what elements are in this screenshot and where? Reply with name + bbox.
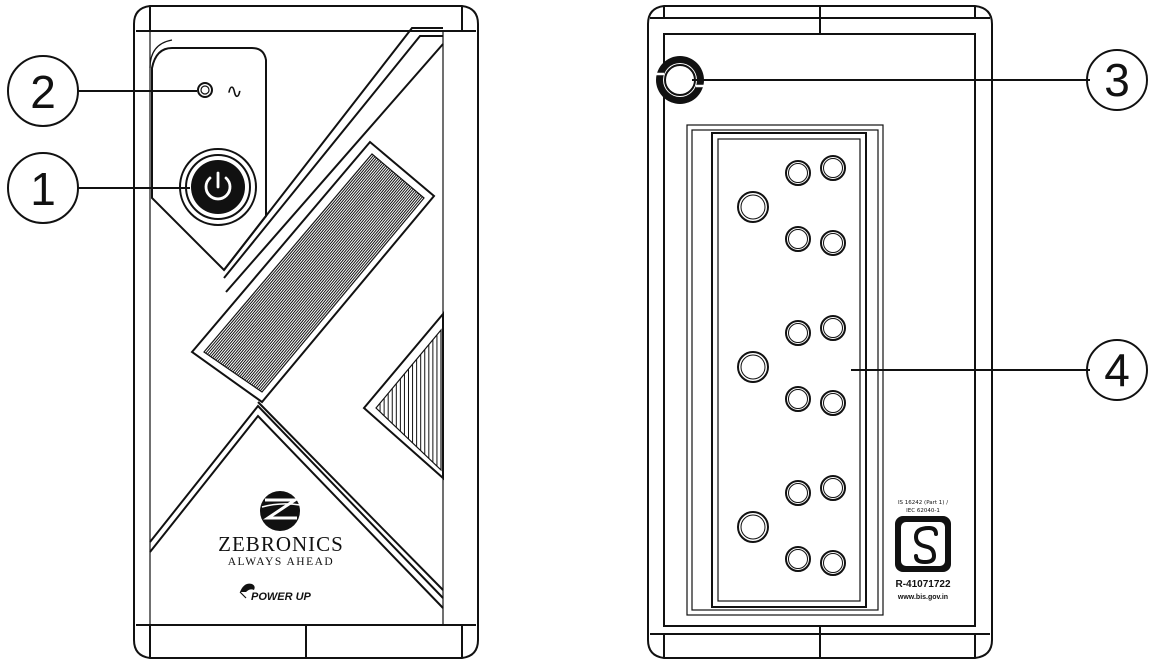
socket-pin-hole	[820, 230, 846, 256]
socket-earth-hole	[737, 351, 769, 383]
vent-grille-upper	[205, 154, 423, 392]
socket-pin-hole	[820, 475, 846, 501]
callout-1-number: 1	[30, 163, 56, 215]
bis-mark-icon	[895, 516, 951, 572]
socket-pin-hole	[820, 550, 846, 576]
socket-pin-hole	[785, 160, 811, 186]
callout-2-number: 2	[30, 66, 56, 118]
callout-2: 2	[7, 55, 197, 127]
power-icon	[204, 171, 232, 201]
socket-pin-hole	[820, 390, 846, 416]
back-view: IS 16242 (Part 1) / IEC 62040-1 R-410717…	[647, 5, 1148, 659]
bis-website: www.bis.gov.in	[897, 594, 948, 601]
callout-1: 1	[7, 152, 190, 224]
socket-pin-hole	[785, 386, 811, 412]
front-view: ∿ ZEBRONICS ALWAYS AHEAD POWER UP	[7, 5, 479, 659]
sub-brand: POWER UP	[251, 591, 312, 603]
socket-pin-hole	[785, 226, 811, 252]
bis-standard-line1: IS 16242 (Part 1) /	[898, 500, 948, 506]
brand-tagline: ALWAYS AHEAD	[228, 556, 335, 568]
bis-standard-line2: IEC 62040-1	[906, 508, 940, 514]
ac-indicator-led	[197, 82, 213, 98]
socket-earth-hole	[737, 191, 769, 223]
horse-icon	[239, 583, 255, 599]
socket-pin-hole	[820, 155, 846, 181]
socket-pin-hole	[785, 480, 811, 506]
zebronics-logo-icon	[260, 491, 301, 531]
socket-pin-hole	[785, 546, 811, 572]
power-button[interactable]	[179, 148, 257, 226]
bis-certification: IS 16242 (Part 1) / IEC 62040-1 R-410717…	[895, 500, 951, 601]
bis-registration: R-41071722	[895, 579, 950, 590]
socket-earth-hole	[737, 511, 769, 543]
socket-pin-hole	[785, 320, 811, 346]
brand-name: ZEBRONICS	[218, 532, 344, 556]
callout-4-number: 4	[1104, 344, 1130, 396]
callout-3: 3	[692, 49, 1148, 111]
vent-grille-right	[379, 334, 438, 467]
callout-4: 4	[851, 339, 1148, 401]
socket-pin-hole	[820, 315, 846, 341]
ac-wave-icon: ∿	[226, 79, 243, 103]
callout-3-number: 3	[1104, 54, 1130, 106]
